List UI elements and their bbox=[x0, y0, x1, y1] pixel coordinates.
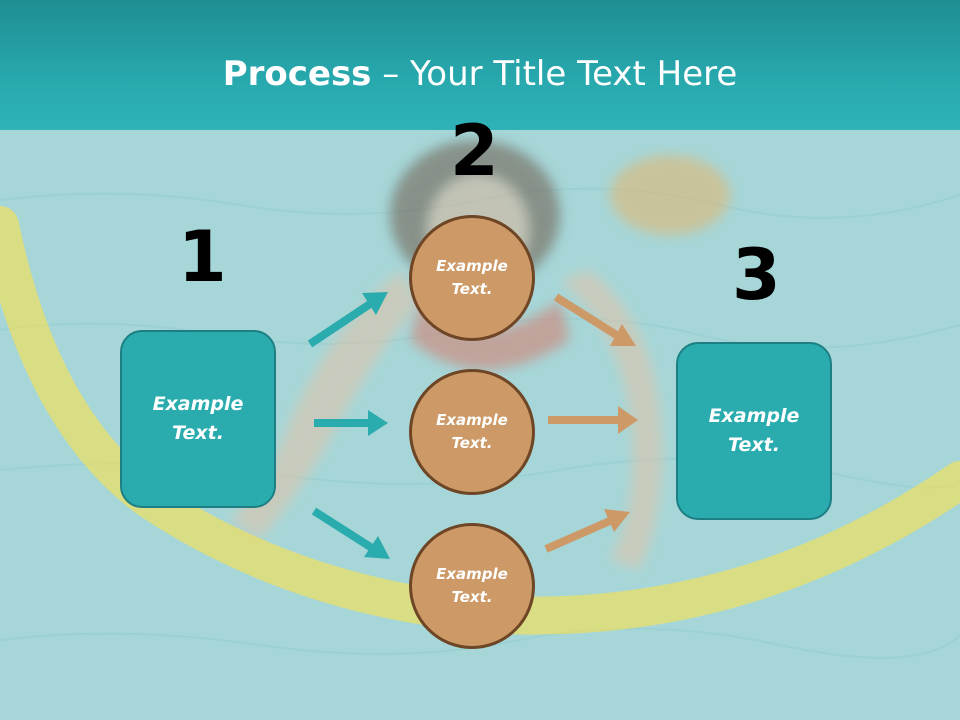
step-2-circle-top: Example Text. bbox=[409, 215, 535, 341]
step-2-circle-top-text: Example Text. bbox=[436, 257, 508, 298]
step-2-circle-middle-text: Example Text. bbox=[436, 411, 508, 452]
step-3-box: Example Text. bbox=[676, 342, 832, 520]
title-banner bbox=[0, 0, 960, 130]
step-1-number: 1 bbox=[178, 216, 227, 298]
teal-arrow-up bbox=[307, 292, 388, 348]
step-2-circle-bottom: Example Text. bbox=[409, 523, 535, 649]
tan-arrow-up bbox=[544, 509, 630, 553]
step-1-box: Example Text. bbox=[120, 330, 276, 508]
tan-arrow-down bbox=[553, 293, 636, 346]
title-rest: – Your Title Text Here bbox=[371, 54, 738, 94]
step-3-text: Example Text. bbox=[708, 405, 800, 456]
step-1-text: Example Text. bbox=[152, 393, 244, 444]
teal-arrow-down bbox=[311, 507, 390, 559]
step-3-number: 3 bbox=[732, 234, 781, 316]
step-2-circle-middle: Example Text. bbox=[409, 369, 535, 495]
tan-arrow-middle bbox=[548, 406, 638, 434]
step-2-circle-bottom-text: Example Text. bbox=[436, 565, 508, 606]
slide-title: Process – Your Title Text Here bbox=[0, 52, 960, 96]
title-bold: Process bbox=[222, 54, 372, 94]
step-2-number: 2 bbox=[450, 110, 499, 192]
teal-arrow-middle bbox=[314, 410, 388, 436]
